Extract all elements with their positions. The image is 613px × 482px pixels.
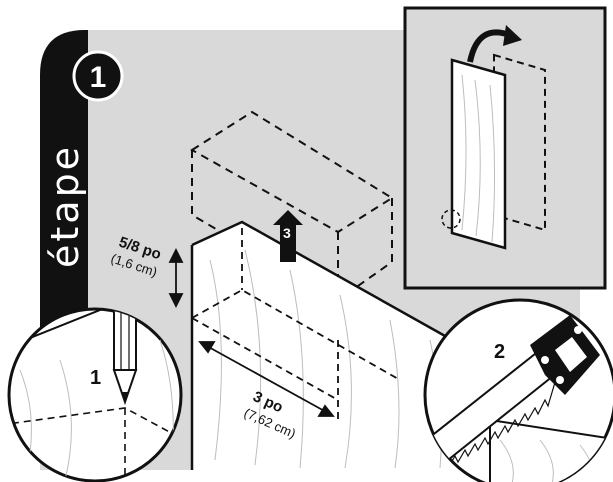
thickness-dimension xyxy=(168,247,184,309)
arrow-step-label: 3 xyxy=(283,225,291,241)
step-number: 1 xyxy=(90,61,107,94)
step-number-badge xyxy=(72,50,124,102)
curved-arrow-icon xyxy=(467,25,522,63)
removed-piece-outline xyxy=(190,110,394,302)
step-word: étape xyxy=(43,144,87,268)
step-banner xyxy=(40,30,88,330)
detail-left-step: 1 xyxy=(90,367,101,389)
pencil-detail-circle xyxy=(7,307,183,482)
length-dimension xyxy=(198,341,335,417)
flip-detail-inset xyxy=(403,6,607,290)
main-board xyxy=(190,220,471,470)
detail-right-step: 2 xyxy=(494,341,505,363)
pencil-icon xyxy=(112,309,138,406)
up-arrow-icon xyxy=(273,210,303,262)
